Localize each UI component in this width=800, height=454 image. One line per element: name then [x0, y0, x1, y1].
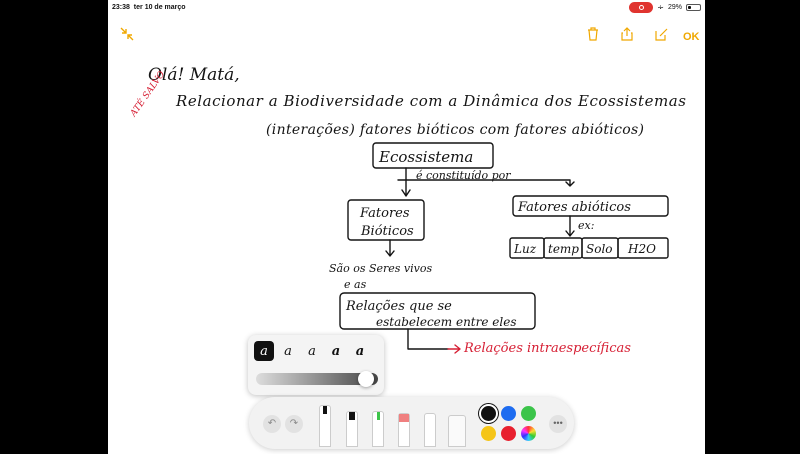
status-right: ∻ 29% [629, 2, 701, 13]
record-icon [638, 5, 644, 10]
ok-button[interactable]: OK [683, 31, 700, 43]
abio-item-box [617, 237, 669, 259]
bio-note-2: e as [344, 278, 367, 291]
abio-item: Luz [513, 242, 537, 256]
pencil-tool[interactable] [372, 411, 384, 447]
under-eco-text: é constituído por [416, 169, 511, 182]
note-toolbar: OK [108, 26, 705, 48]
minimize-icon[interactable] [120, 26, 134, 48]
status-time: 23:38 ter 10 de março [112, 4, 186, 11]
screen-recording-indicator[interactable] [629, 2, 654, 13]
color-picker-swatch[interactable] [521, 426, 536, 441]
abio-sub-text: ex: [578, 219, 594, 232]
box-bioticos-text-2: Bióticos [360, 224, 414, 239]
markup-icon[interactable] [655, 26, 668, 48]
relacoes-line [407, 328, 449, 350]
stroke-option[interactable]: a [254, 341, 274, 361]
more-colors-button[interactable]: ••• [549, 415, 567, 433]
bio-arrow [385, 239, 395, 257]
box-relacoes [339, 292, 536, 330]
greeting-text: Olá! Matá, [148, 65, 240, 85]
box-relacoes-text-2: estabelecem entre eles [376, 315, 516, 329]
battery-icon [686, 4, 701, 11]
abio-arrow [565, 215, 575, 237]
lasso-tool[interactable] [424, 413, 436, 447]
box-ecossistema-text: Ecossistema [378, 148, 473, 166]
notes-screen: 23:38 ter 10 de março ∻ 29% OK Olá! Matá… [108, 0, 705, 454]
trash-icon[interactable] [587, 26, 599, 48]
abio-item: H2O [627, 242, 656, 256]
pencil-tip [376, 412, 380, 420]
share-icon[interactable] [621, 26, 633, 48]
opacity-slider-knob[interactable] [357, 371, 374, 387]
marker-tip [349, 412, 355, 420]
tool-palette: ↶ ↷ ••• [249, 397, 574, 449]
color-swatch[interactable] [521, 406, 536, 421]
stroke-option[interactable]: a [355, 343, 365, 359]
box-ecossistema [372, 142, 494, 169]
branch-lines [397, 167, 575, 197]
pen-tip [323, 406, 327, 414]
box-relacoes-text-1: Relações que se [345, 299, 452, 314]
stroke-option[interactable]: a [308, 343, 316, 359]
abio-item: temp [548, 242, 579, 256]
marker-tool[interactable] [346, 411, 358, 447]
stroke-option[interactable]: a [284, 343, 292, 359]
status-bar: 23:38 ter 10 de março ∻ 29% [108, 0, 705, 16]
color-swatch[interactable] [501, 426, 516, 441]
pen-tool[interactable] [319, 405, 331, 447]
ruler-tool[interactable] [448, 415, 466, 447]
stroke-option[interactable]: a [331, 343, 341, 359]
color-swatch[interactable] [481, 426, 496, 441]
battery-fill [688, 6, 692, 9]
box-bioticos-text-1: Fatores [359, 206, 410, 221]
box-abioticos [512, 195, 669, 217]
wifi-icon: ∻ [657, 3, 664, 12]
box-abioticos-text: Fatores abióticos [517, 200, 631, 215]
bio-note-1: São os Seres vivos [329, 262, 433, 275]
red-arrow [447, 344, 461, 354]
undo-icon[interactable]: ↶ [263, 415, 281, 433]
title-line-1: Relacionar a Biodiversidade com a Dinâmi… [175, 92, 686, 110]
red-arrow-label: Relações intraespecíficas [463, 341, 631, 356]
eraser-tool[interactable] [398, 413, 410, 447]
battery-percent: 29% [667, 4, 682, 11]
color-swatch[interactable] [481, 406, 496, 421]
redo-icon[interactable]: ↷ [285, 415, 303, 433]
eraser-tip [399, 414, 409, 422]
box-bioticos [347, 199, 425, 241]
color-swatch[interactable] [501, 406, 516, 421]
title-line-2: (interações) fatores bióticos com fatore… [266, 122, 644, 138]
opacity-slider[interactable] [256, 371, 378, 387]
handwriting-canvas[interactable]: Olá! Matá, ATÉ SALVO Relacionar a Biodiv… [108, 0, 705, 454]
abio-item: Solo [586, 242, 613, 256]
